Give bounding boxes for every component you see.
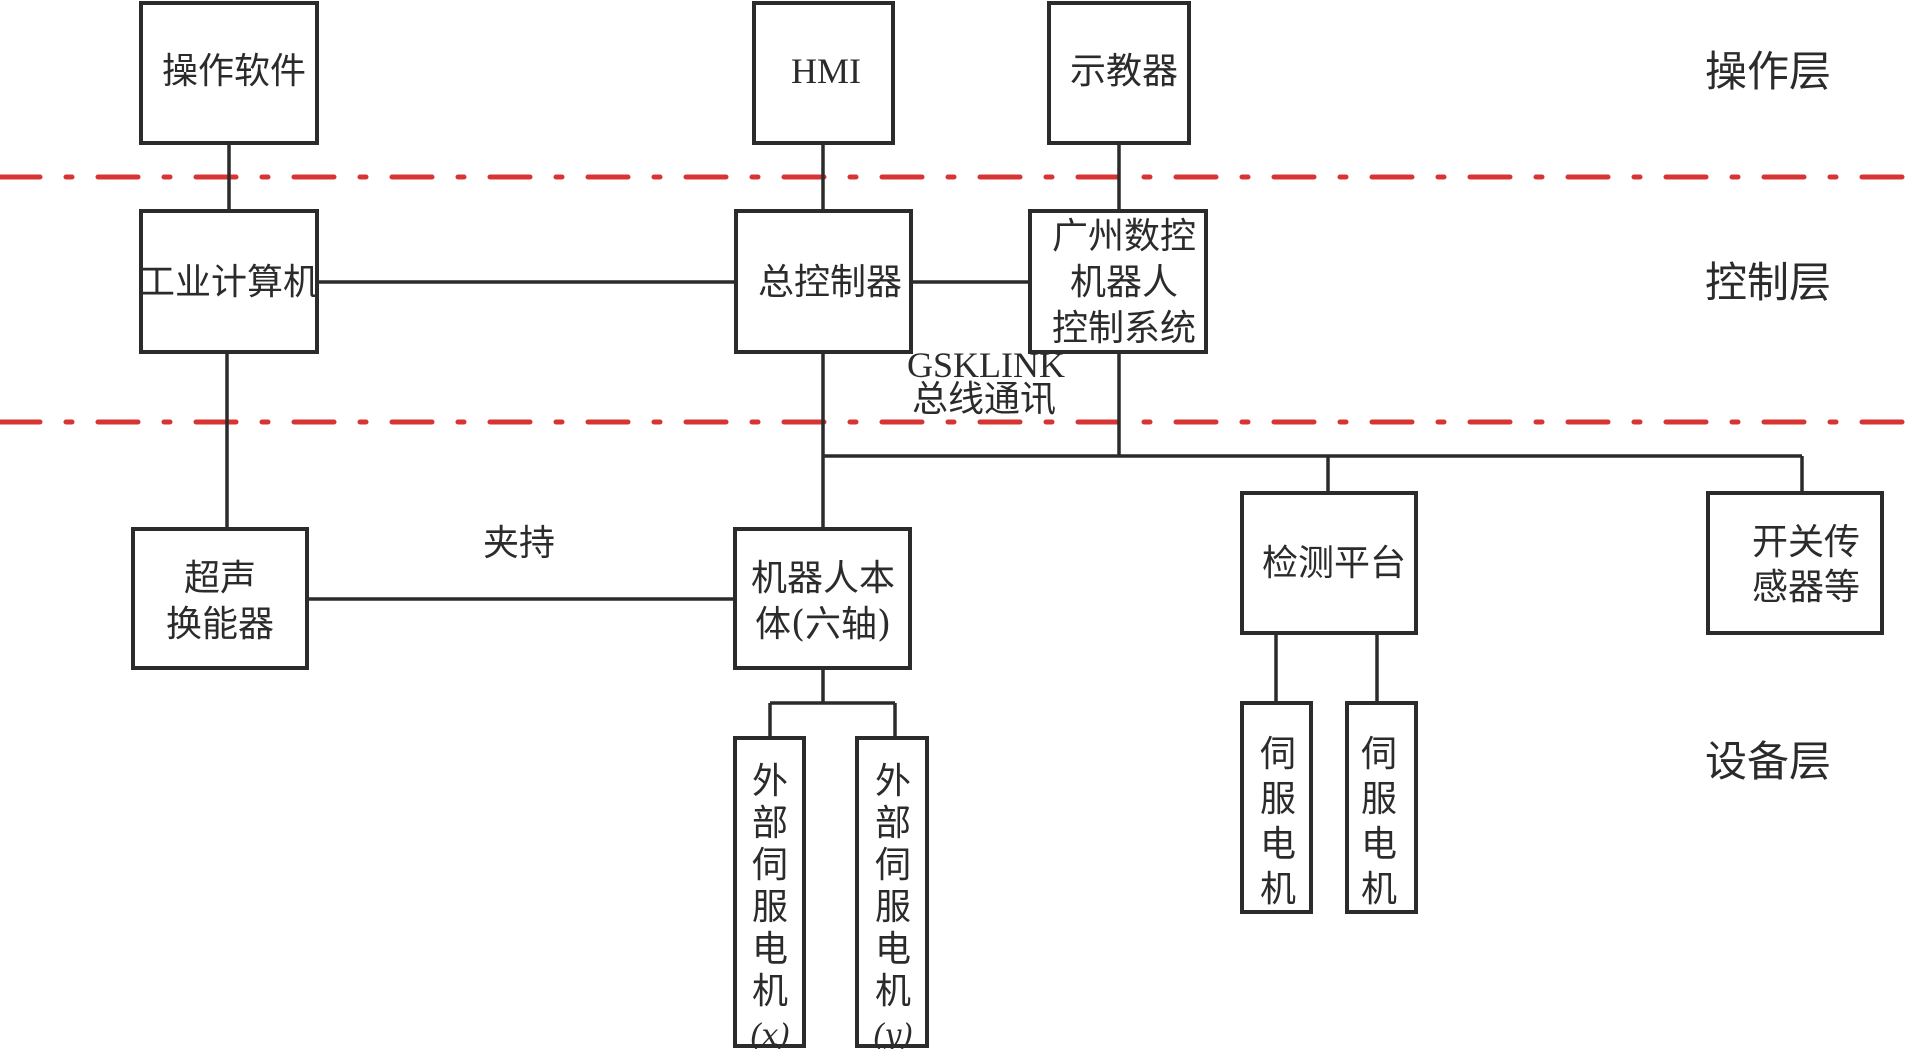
node-switch-sensors: 开关传 感器等	[1706, 491, 1884, 635]
box	[733, 736, 806, 1048]
node-label-line-1: 超声	[184, 558, 256, 599]
connections	[225, 143, 1804, 738]
node-gsk-robot-control-system: 广州数控 机器人 控制系统	[1028, 209, 1208, 354]
node-label-char: 部	[875, 803, 911, 844]
node-hmi: HMI	[752, 1, 895, 145]
node-label-line-2: 换能器	[166, 604, 274, 645]
bus-label-gsklink: GSKLINK	[907, 345, 1065, 385]
node-label-line-1: 广州数控	[1052, 216, 1196, 257]
node-label-char: 服	[1361, 779, 1397, 820]
node-label: 示教器	[1070, 51, 1178, 92]
edge-label-clamp: 夹持	[483, 523, 555, 564]
node-label: 总控制器	[758, 262, 902, 303]
box	[752, 1, 895, 145]
node-label-char: 机	[875, 971, 911, 1012]
box	[1047, 1, 1191, 145]
node-label-char: 机	[1361, 869, 1397, 910]
box	[1028, 209, 1208, 354]
node-label-char: 电	[1361, 824, 1397, 865]
node-label-char: 伺	[1361, 734, 1397, 775]
node-label: 工业计算机	[139, 262, 319, 303]
node-label-char: 服	[752, 887, 788, 928]
node-label-char: 伺	[1260, 734, 1296, 775]
node-label-char: 伺	[752, 845, 788, 886]
layer-label-control: 控制层	[1705, 258, 1831, 307]
box	[131, 527, 309, 670]
node-robot-body: 机器人本 体(六轴)	[733, 527, 912, 670]
node-inspection-platform: 检测平台	[1240, 491, 1418, 635]
node-label-char: 服	[1260, 779, 1296, 820]
layer-label-device: 设备层	[1705, 737, 1831, 786]
node-label-char: 外	[752, 761, 788, 802]
box	[855, 736, 929, 1048]
node-label: 操作软件	[162, 51, 306, 92]
node-industrial-computer: 工业计算机	[139, 209, 319, 354]
box	[733, 527, 912, 670]
node-ultrasonic-transducer: 超声 换能器	[131, 527, 309, 670]
node-label-char: 外	[875, 761, 911, 802]
node-label-line-2: 感器等	[1752, 567, 1860, 608]
bus-label-communication: 总线通讯	[912, 379, 1056, 420]
node-operation-software: 操作软件	[139, 1, 319, 145]
node-label-char: 电	[1260, 824, 1296, 865]
node-label-line-1: 开关传	[1752, 522, 1860, 563]
node-label-char: 机	[1260, 869, 1296, 910]
box	[1240, 491, 1418, 635]
node-label-char: 电	[752, 929, 788, 970]
node-label-line-1: 机器人本	[751, 558, 895, 599]
node-label-line-3: 控制系统	[1052, 308, 1196, 349]
box	[139, 1, 319, 145]
node-label: HMI	[791, 51, 861, 91]
node-teach-pendant: 示教器	[1047, 1, 1191, 145]
box	[1240, 701, 1313, 914]
box	[1706, 491, 1884, 635]
node-label-char: 服	[875, 887, 911, 928]
node-master-controller: 总控制器	[734, 209, 913, 354]
node-label-char: (y)	[873, 1018, 913, 1049]
box	[1345, 701, 1418, 914]
box	[734, 209, 913, 354]
layer-label-operation: 操作层	[1705, 47, 1831, 96]
box	[139, 209, 319, 354]
node-label-line-2: 体(六轴)	[755, 604, 891, 645]
node-label-char: 电	[875, 929, 911, 970]
node-label-char: (x)	[750, 1018, 790, 1049]
node-label-char: 伺	[875, 845, 911, 886]
node-label-char: 机	[752, 971, 788, 1012]
node-label: 检测平台	[1262, 543, 1406, 584]
node-label-char: 部	[752, 803, 788, 844]
node-label-line-2: 机器人	[1070, 262, 1178, 303]
